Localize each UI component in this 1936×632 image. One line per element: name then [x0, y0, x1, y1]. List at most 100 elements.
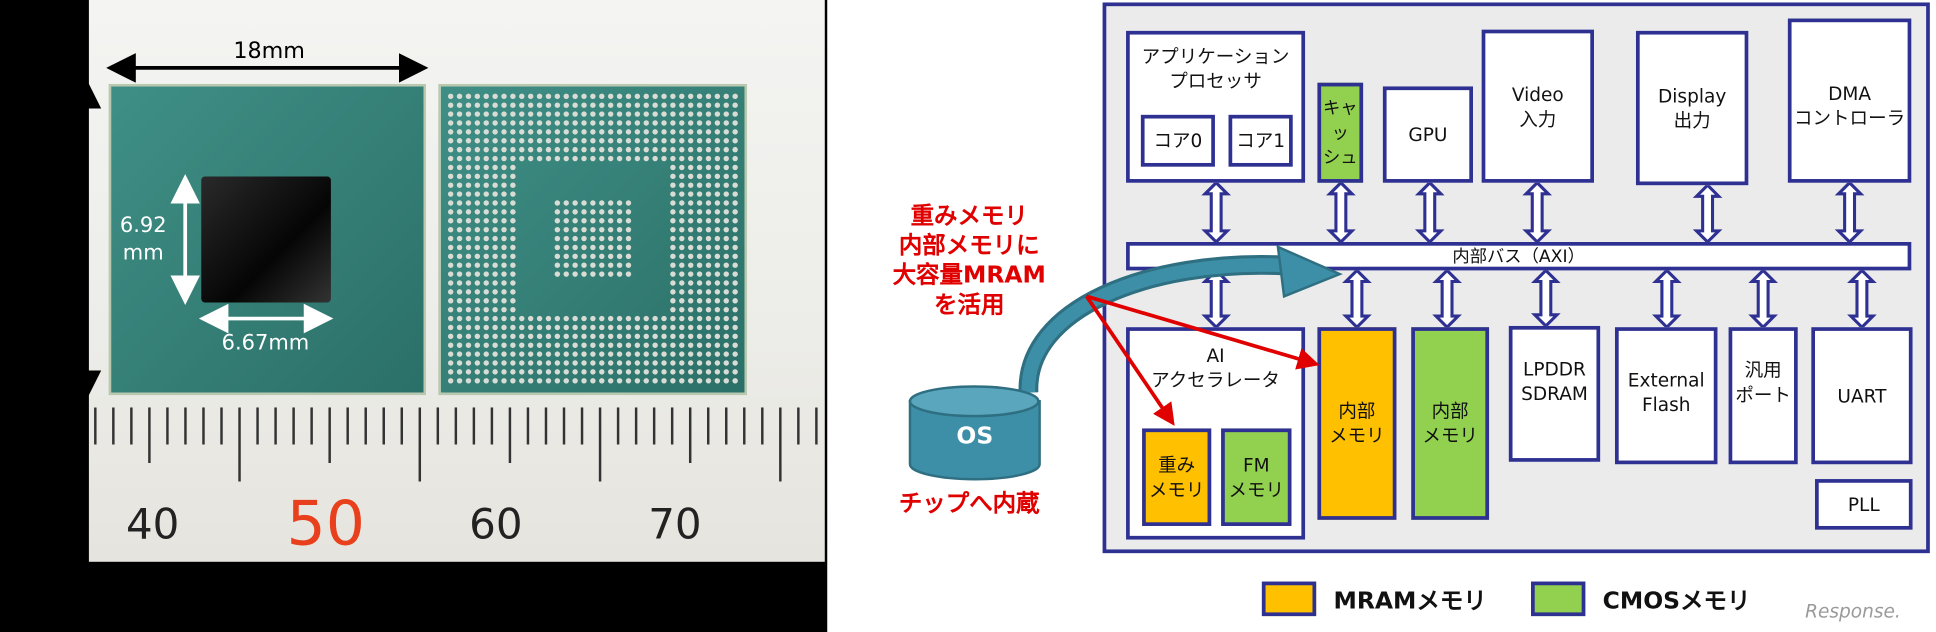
- solder-ball: [590, 235, 596, 242]
- solder-ball: [616, 129, 623, 135]
- solder-ball: [492, 235, 498, 242]
- solder-ball: [714, 253, 721, 260]
- solder-ball: [554, 342, 561, 348]
- solder-ball: [634, 93, 641, 100]
- solder-ball: [670, 333, 676, 340]
- solder-ball: [732, 333, 738, 340]
- solder-ball: [652, 378, 658, 384]
- solder-ball: [643, 111, 649, 117]
- solder-ball: [723, 164, 729, 171]
- solder-ball: [723, 271, 729, 277]
- solder-ball: [679, 378, 685, 384]
- solder-ball: [572, 315, 578, 322]
- solder-ball: [652, 93, 658, 100]
- solder-ball: [563, 129, 569, 135]
- solder-ball: [625, 235, 632, 242]
- solder-ball: [625, 351, 632, 357]
- solder-ball: [492, 182, 498, 188]
- solder-ball: [643, 360, 649, 366]
- solder-ball: [661, 111, 667, 117]
- solder-ball: [456, 218, 463, 224]
- solder-ball: [527, 315, 534, 322]
- solder-ball: [572, 333, 578, 340]
- solder-ball: [501, 253, 507, 260]
- solder-ball: [599, 138, 605, 144]
- legend-cmos-label: CMOSメモリ: [1602, 587, 1751, 615]
- solder-ball: [447, 182, 454, 188]
- solder-ball: [510, 93, 516, 100]
- solder-ball: [563, 333, 569, 340]
- solder-ball: [536, 333, 543, 340]
- ruler: [94, 407, 818, 482]
- solder-ball: [545, 111, 552, 117]
- solder-ball: [723, 333, 729, 340]
- solder-ball: [705, 120, 712, 126]
- solder-ball: [465, 244, 472, 251]
- solder-ball: [714, 120, 721, 126]
- solder-ball: [634, 102, 641, 108]
- solder-ball: [670, 93, 676, 100]
- solder-ball: [661, 93, 667, 100]
- solder-ball: [643, 138, 649, 144]
- ball-grid: [447, 93, 738, 384]
- solder-ball: [661, 369, 667, 375]
- solder-ball: [679, 315, 685, 322]
- solder-ball: [652, 155, 658, 162]
- solder-ball: [687, 93, 694, 100]
- solder-ball: [652, 111, 658, 117]
- solder-ball: [696, 360, 703, 366]
- solder-ball: [554, 93, 561, 100]
- solder-ball: [643, 93, 649, 100]
- solder-ball: [714, 129, 721, 135]
- solder-ball: [581, 93, 587, 100]
- solder-ball: [536, 342, 543, 348]
- solder-ball: [723, 289, 729, 295]
- solder-ball: [581, 378, 587, 384]
- solder-ball: [625, 226, 632, 233]
- solder-ball: [456, 164, 463, 171]
- solder-ball: [465, 191, 472, 197]
- solder-ball: [545, 378, 552, 384]
- solder-ball: [554, 111, 561, 117]
- solder-ball: [572, 351, 578, 357]
- solder-ball: [465, 102, 472, 108]
- solder-ball: [607, 93, 614, 100]
- bus-double-arrow: [1748, 268, 1778, 330]
- solder-ball: [652, 315, 658, 322]
- solder-ball: [670, 244, 676, 251]
- bus-double-arrow: [1326, 180, 1356, 245]
- solder-ball: [527, 120, 534, 126]
- solder-ball: [616, 342, 623, 348]
- solder-ball: [483, 209, 489, 215]
- solder-ball: [456, 226, 463, 233]
- solder-ball: [492, 253, 498, 260]
- solder-ball: [705, 235, 712, 242]
- solder-ball: [563, 253, 569, 260]
- solder-ball: [483, 315, 489, 322]
- solder-ball: [732, 191, 738, 197]
- solder-ball: [465, 324, 472, 331]
- solder-ball: [714, 244, 721, 251]
- solder-ball: [599, 235, 605, 242]
- solder-ball: [670, 262, 676, 268]
- solder-ball: [447, 360, 454, 366]
- solder-ball: [696, 120, 703, 126]
- internal-cmos-memory-block: 内部メモリ: [1411, 327, 1490, 520]
- solder-ball: [474, 244, 481, 251]
- solder-ball: [679, 164, 685, 171]
- solder-ball: [661, 378, 667, 384]
- solder-ball: [510, 129, 516, 135]
- solder-ball: [501, 173, 507, 180]
- solder-ball: [634, 155, 641, 162]
- solder-ball: [687, 138, 694, 144]
- solder-ball: [519, 369, 525, 375]
- solder-ball: [679, 324, 685, 331]
- solder-ball: [590, 271, 596, 277]
- solder-ball: [510, 138, 516, 144]
- solder-ball: [501, 111, 507, 117]
- solder-ball: [661, 351, 667, 357]
- solder-ball: [607, 129, 614, 135]
- solder-ball: [616, 235, 623, 242]
- solder-ball: [599, 146, 605, 153]
- solder-ball: [590, 200, 596, 206]
